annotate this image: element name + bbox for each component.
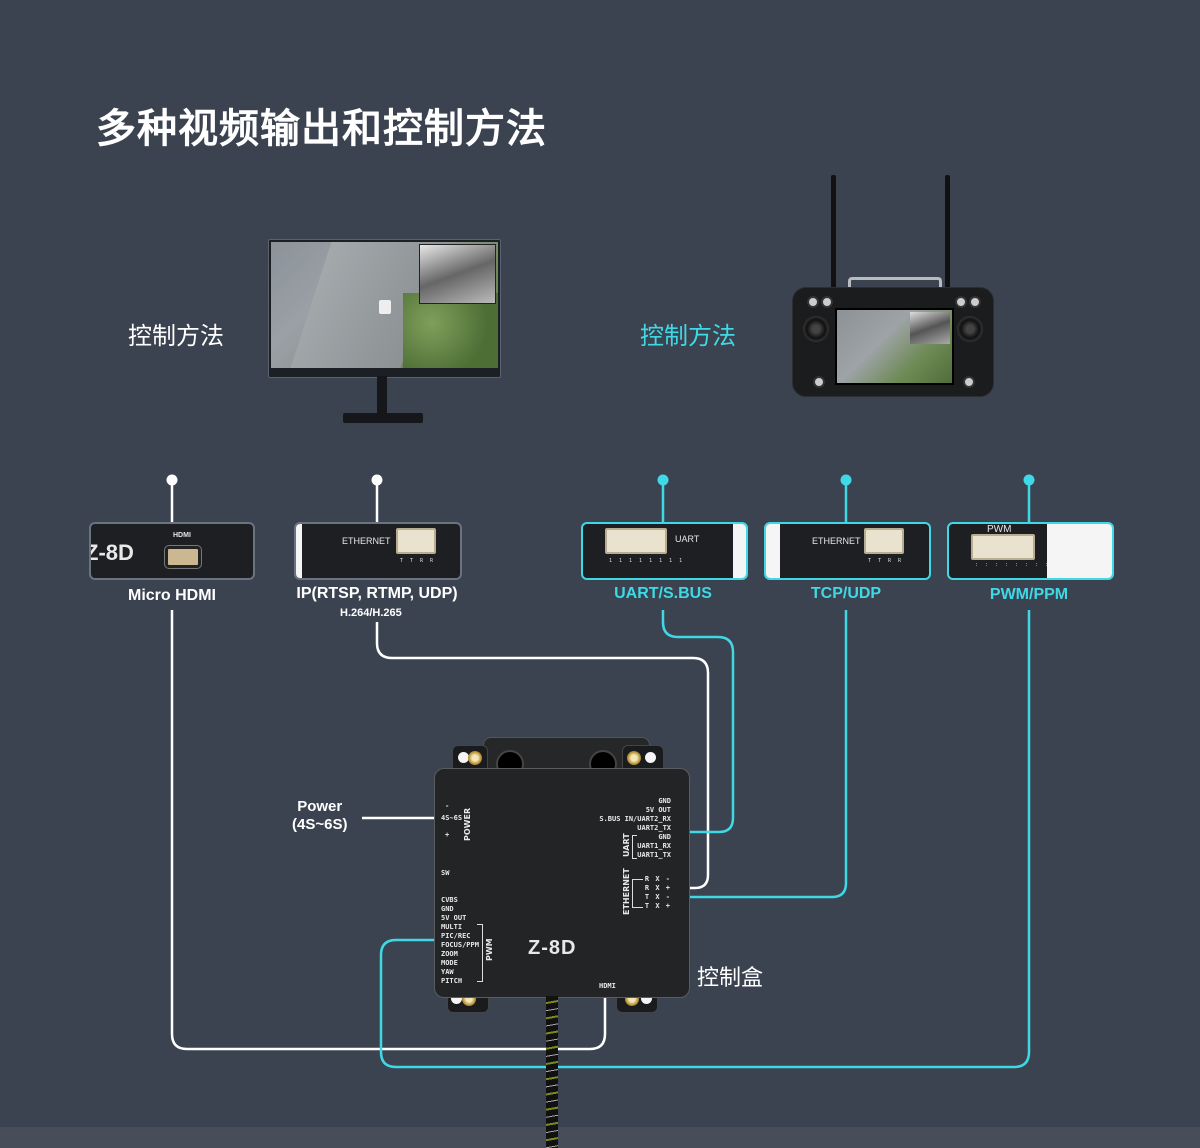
silk-power-plus: + — [445, 831, 450, 839]
left-pin: MULTI — [441, 923, 463, 931]
uart-pin: UART1_RX — [637, 842, 671, 850]
monitor-base — [343, 413, 423, 423]
node-dot-hdmi — [166, 474, 178, 486]
silk-power-title: POWER — [463, 807, 472, 841]
pwm-connector — [971, 534, 1035, 560]
monitor-stand — [377, 376, 387, 416]
monitor-method-label: 控制方法 — [128, 322, 224, 350]
card-silk-ethernet: ETHERNET — [342, 536, 391, 546]
left-pin: PIC/REC — [441, 932, 471, 940]
uart-pin: GND — [658, 833, 671, 841]
wire-uart-route — [661, 610, 735, 834]
port-card-tcp: ETHERNET T T R R — [764, 522, 931, 580]
micro-hdmi-connector — [165, 546, 201, 568]
controller-handle — [848, 277, 942, 294]
silk-sw: SW — [441, 869, 450, 877]
control-box-label: 控制盒 — [697, 966, 764, 991]
thermal-pip — [419, 244, 496, 304]
ethernet-pin-list: R X - R X + T X - T X + — [631, 875, 671, 911]
wire-hdmi-route — [170, 610, 607, 1051]
monitor-screen — [271, 242, 498, 368]
node-dot-uart — [657, 474, 669, 486]
port-label-tcp: TCP/UDP — [810, 585, 882, 602]
ethernet-pin: T X + — [644, 902, 671, 910]
silk-pwm-group: PWM — [485, 938, 494, 961]
left-pin: MODE — [441, 959, 458, 967]
uart-pin-list: GND 5V OUT S.BUS IN/UART2_RX UART2_TX GN… — [561, 797, 671, 860]
ethernet-pin: T X - — [644, 893, 671, 901]
wire-pwm-route — [379, 610, 1031, 1069]
page-title: 多种视频输出和控制方法 — [96, 106, 547, 152]
silk-power-range: 4S~6S — [441, 814, 463, 822]
card-silk-uart: UART — [675, 534, 700, 544]
remote-controller-image — [792, 287, 994, 397]
controller-screen — [835, 308, 954, 385]
uart-pin: 5V OUT — [645, 806, 671, 814]
port-label-micro-hdmi: Micro HDMI — [128, 587, 216, 604]
uart-pin: GND — [658, 797, 671, 805]
monitor-image — [268, 239, 501, 378]
silk-ethernet-group: ETHERNET — [622, 868, 631, 915]
port-label-pwm: PWM/PPM — [989, 586, 1069, 603]
controller-method-label: 控制方法 — [640, 322, 736, 350]
wire-ip-route — [375, 622, 710, 890]
node-dot-tcp — [840, 474, 852, 486]
footer-band — [0, 1127, 1200, 1148]
card-silk-pwm: PWM — [987, 524, 1012, 535]
ethernet-pin: R X - — [644, 875, 671, 883]
card-silk-ethernet-2: ETHERNET — [812, 536, 861, 546]
left-pin: GND — [441, 905, 454, 913]
uart-pin: S.BUS IN/UART2_RX — [599, 815, 671, 823]
left-pin: PITCH — [441, 977, 463, 985]
uart-connector — [605, 528, 667, 554]
port-label-ip: IP(RTSP, RTMP, UDP) — [296, 585, 458, 602]
silk-uart-group: UART — [622, 833, 631, 857]
left-pin: FOCUS/PPM — [441, 941, 479, 949]
power-range-text: (4S~6S) — [292, 816, 348, 833]
twisted-cable — [546, 996, 558, 1148]
antenna-left — [831, 175, 836, 290]
left-pin-list: CVBS GND 5V OUT MULTI PIC/REC FOCUS/PPM … — [441, 896, 479, 986]
card-silk-hdmi: HDMI — [173, 532, 191, 539]
uart-pin: UART2_TX — [637, 824, 671, 832]
ethernet-pin: R X + — [644, 884, 671, 892]
card-brand: Z-8D — [89, 540, 134, 565]
wire-tcp-route — [672, 610, 848, 899]
port-sublabel-codec: H.264/H.265 — [340, 607, 402, 619]
joystick-left — [803, 316, 829, 342]
power-label: Power (4S~6S) — [292, 798, 347, 834]
control-box-model: Z-8D — [528, 937, 577, 959]
joystick-right — [957, 316, 983, 342]
ethernet-connector — [396, 528, 436, 554]
node-dot-ip — [371, 474, 383, 486]
left-pin: 5V OUT — [441, 914, 467, 922]
silk-hdmi: HDMI — [599, 982, 616, 990]
node-dot-pwm — [1023, 474, 1035, 486]
control-box: - 4S~6S + POWER SW GND 5V OUT S.BUS IN/U… — [434, 768, 690, 998]
power-label-text: Power — [297, 798, 343, 815]
left-pin: YAW — [441, 968, 454, 976]
ethernet-connector-2 — [864, 528, 904, 554]
port-card-ip: ETHERNET T T R R — [294, 522, 462, 580]
antenna-right — [945, 175, 950, 290]
port-card-pwm: PWM : : : : : : : : — [947, 522, 1114, 580]
port-card-uart: UART 1 1 1 1 1 1 1 1 — [581, 522, 748, 580]
uart-pin: UART1_TX — [637, 851, 671, 859]
left-pin: CVBS — [441, 896, 458, 904]
left-pin: ZOOM — [441, 950, 458, 958]
port-card-hdmi: Z-8D HDMI — [89, 522, 255, 580]
silk-power-minus: - — [445, 802, 450, 810]
port-label-uart: UART/S.BUS — [614, 585, 712, 602]
